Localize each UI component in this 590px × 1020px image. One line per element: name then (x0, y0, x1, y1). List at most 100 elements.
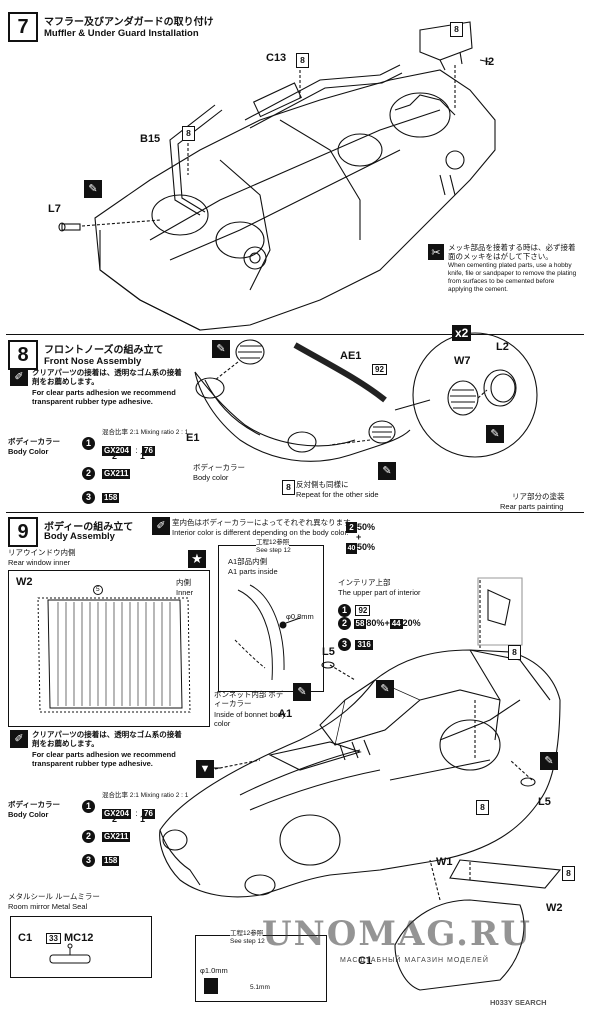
rear-window-drawing (37, 585, 191, 713)
iu-p2: 20% (402, 618, 421, 628)
rear-p2: 50% (357, 542, 376, 552)
color-index-3-step8: 3 (82, 491, 95, 504)
color-index-2-step8: 2 (82, 467, 95, 480)
mixing-ratio-step9: 混合比率 2:1 Mixing ratio 2 : 1 (102, 792, 188, 800)
color-index-3-step9: 3 (82, 854, 95, 867)
part-label-w2: W2 (546, 902, 563, 914)
mixing-jp-9: 混合比率 2:1 (102, 792, 139, 799)
dim-5-1: 5.1mm (250, 984, 270, 991)
mixing-en-9: Mixing ratio 2 : 1 (140, 792, 189, 799)
step-8-title-jp: フロントノーズの組み立て (44, 345, 164, 356)
plated-note-jp: メッキ部品を接着する時は、必ず接着面のメッキをはがして下さい。 (448, 243, 576, 261)
mixing-jp: 混合比率 2:1 (102, 429, 139, 436)
part-label-e1: E1 (186, 432, 200, 444)
paint-tag-e1: 8 (282, 480, 295, 495)
cement-icon-w7: ✎ (486, 425, 504, 443)
iu-color-44: 44 (389, 619, 403, 629)
color-158-9: 158 (102, 856, 120, 866)
metal-seal-box (10, 916, 152, 978)
cement-icon-lamp-left: ✎ (212, 340, 230, 358)
watermark-main: UNOMAG.RU (262, 914, 532, 954)
step12-en: See step 12 (230, 938, 265, 946)
mc12-label: MC12 (64, 932, 94, 944)
color-row-1-step8: GX204 : 76 (102, 446, 155, 456)
interior-note-jp: 室内色はボディーカラーによってそれぞれ異なります。 (172, 518, 358, 527)
interior-upper-en: The upper part of interior (338, 588, 421, 597)
part-label-l7: L7 (48, 203, 61, 215)
metal-seal-en: Room mirror Metal Seal (8, 902, 88, 911)
divider-7-8 (6, 334, 584, 335)
step12-jp: 工程12参照 (230, 930, 264, 938)
star-icon: ★ (188, 550, 206, 568)
rear-window-jp: リアウインドウ内側 (8, 548, 76, 557)
ratio-row-step8: 2 1 (112, 451, 145, 461)
interior-upper-jp: インテリア上部 (338, 578, 391, 587)
paint-tag-i2: 8 (450, 22, 463, 37)
body-color-jp-9: ボディーカラー (8, 800, 60, 809)
drill-icon (204, 978, 218, 994)
a1-inside-drawing (234, 584, 301, 681)
rear-p1: 50% (357, 522, 376, 532)
iu-color-92: 92 (355, 605, 371, 616)
step-8-title-en: Front Nose Assembly (44, 356, 142, 367)
step-7-title-en: Muffler & Under Guard Installation (44, 28, 199, 39)
part-label-l5-right: L5 (538, 796, 551, 808)
drill-1-0: φ1.0mm (200, 966, 228, 975)
part-label-ae1: AE1 (340, 350, 362, 362)
paint-tag-w2: 8 (562, 866, 575, 881)
divider-8-9 (6, 512, 584, 513)
part-label-w7: W7 (454, 355, 471, 367)
color-index-1-step8: 1 (82, 437, 95, 450)
ratio-row-step9: 2 1 (112, 814, 145, 824)
a1-inside-en: A1 parts inside (228, 567, 278, 576)
a1-see-en: See step 12 (256, 547, 291, 555)
cement-icon-l5: ✎ (293, 683, 311, 701)
front-nose-diagram (194, 332, 538, 462)
paint-tag-c13: 8 (296, 53, 309, 68)
paint-tag-b15: 8 (182, 126, 195, 141)
metal-seal-jp: メタルシール ルームミラー (8, 892, 100, 901)
inner-jp: 内側 (176, 578, 191, 587)
ratio-1-9: 1 (140, 814, 146, 824)
cement-icon-l5-right: ✎ (540, 752, 558, 770)
step-7-number: 7 (8, 12, 38, 42)
rear-window-box (8, 570, 210, 727)
part-label-b15: B15 (140, 133, 161, 145)
color-index-2-step9: 2 (82, 830, 95, 843)
interior-upper-row1: 1 92 (338, 600, 371, 618)
part-label-c1: C1 (358, 955, 373, 967)
clear-note-en-9: For clear parts adhesion we recommend tr… (32, 750, 176, 768)
a1-see-jp: 工程12参照 (256, 539, 290, 547)
watermark-sub: МАСШТАБНЫЙ МАГАЗИН МОДЕЛЕЙ (340, 957, 489, 964)
e1-color-jp: ボディーカラー (193, 463, 245, 472)
plated-parts-icon: ✂ (428, 244, 444, 260)
color-index-1-step9: 1 (82, 800, 95, 813)
step-9-title-en: Body Assembly (44, 531, 115, 542)
rear-painting-en: Rear parts painting (500, 502, 564, 511)
body-color-en: Body Color (8, 447, 49, 456)
gx211-code: GX211 (102, 469, 131, 479)
gx204-code: GX204 (102, 446, 131, 456)
plated-note-en: When cementing plated parts, use a hobby… (448, 262, 577, 293)
brush-icon-step9: ✐ (152, 517, 170, 535)
rear-window-en: Rear window inner (8, 558, 71, 567)
cement-icon-step7: ✎ (84, 180, 102, 198)
x2-badge: x2 (452, 325, 472, 341)
mirror-drawing (49, 943, 91, 964)
clear-note-jp: クリアパーツの接着は、透明なゴム系の接着剤をお薦めします。 (32, 368, 182, 386)
repeat-jp: 反対側も同様に (296, 480, 349, 489)
paint-tag-roof: 8 (508, 645, 521, 660)
part-label-l5-top: L5 (322, 646, 335, 658)
mixing-ratio-step8: 混合比率 2:1 Mixing ratio 2 : 1 (102, 429, 188, 437)
color-5-label: 5 (96, 586, 100, 593)
cement-icon-w1: ✎ (376, 680, 394, 698)
bonnet-paint-icon: ▼ (196, 760, 214, 778)
a1-inside-jp: A1部品内側 (228, 557, 268, 566)
rear-color-40: 40 (346, 543, 357, 554)
rear-painting-jp: リア部分の塗装 (512, 492, 565, 501)
paint-tag-door: 8 (476, 800, 489, 815)
color-76: 76 (142, 446, 155, 456)
